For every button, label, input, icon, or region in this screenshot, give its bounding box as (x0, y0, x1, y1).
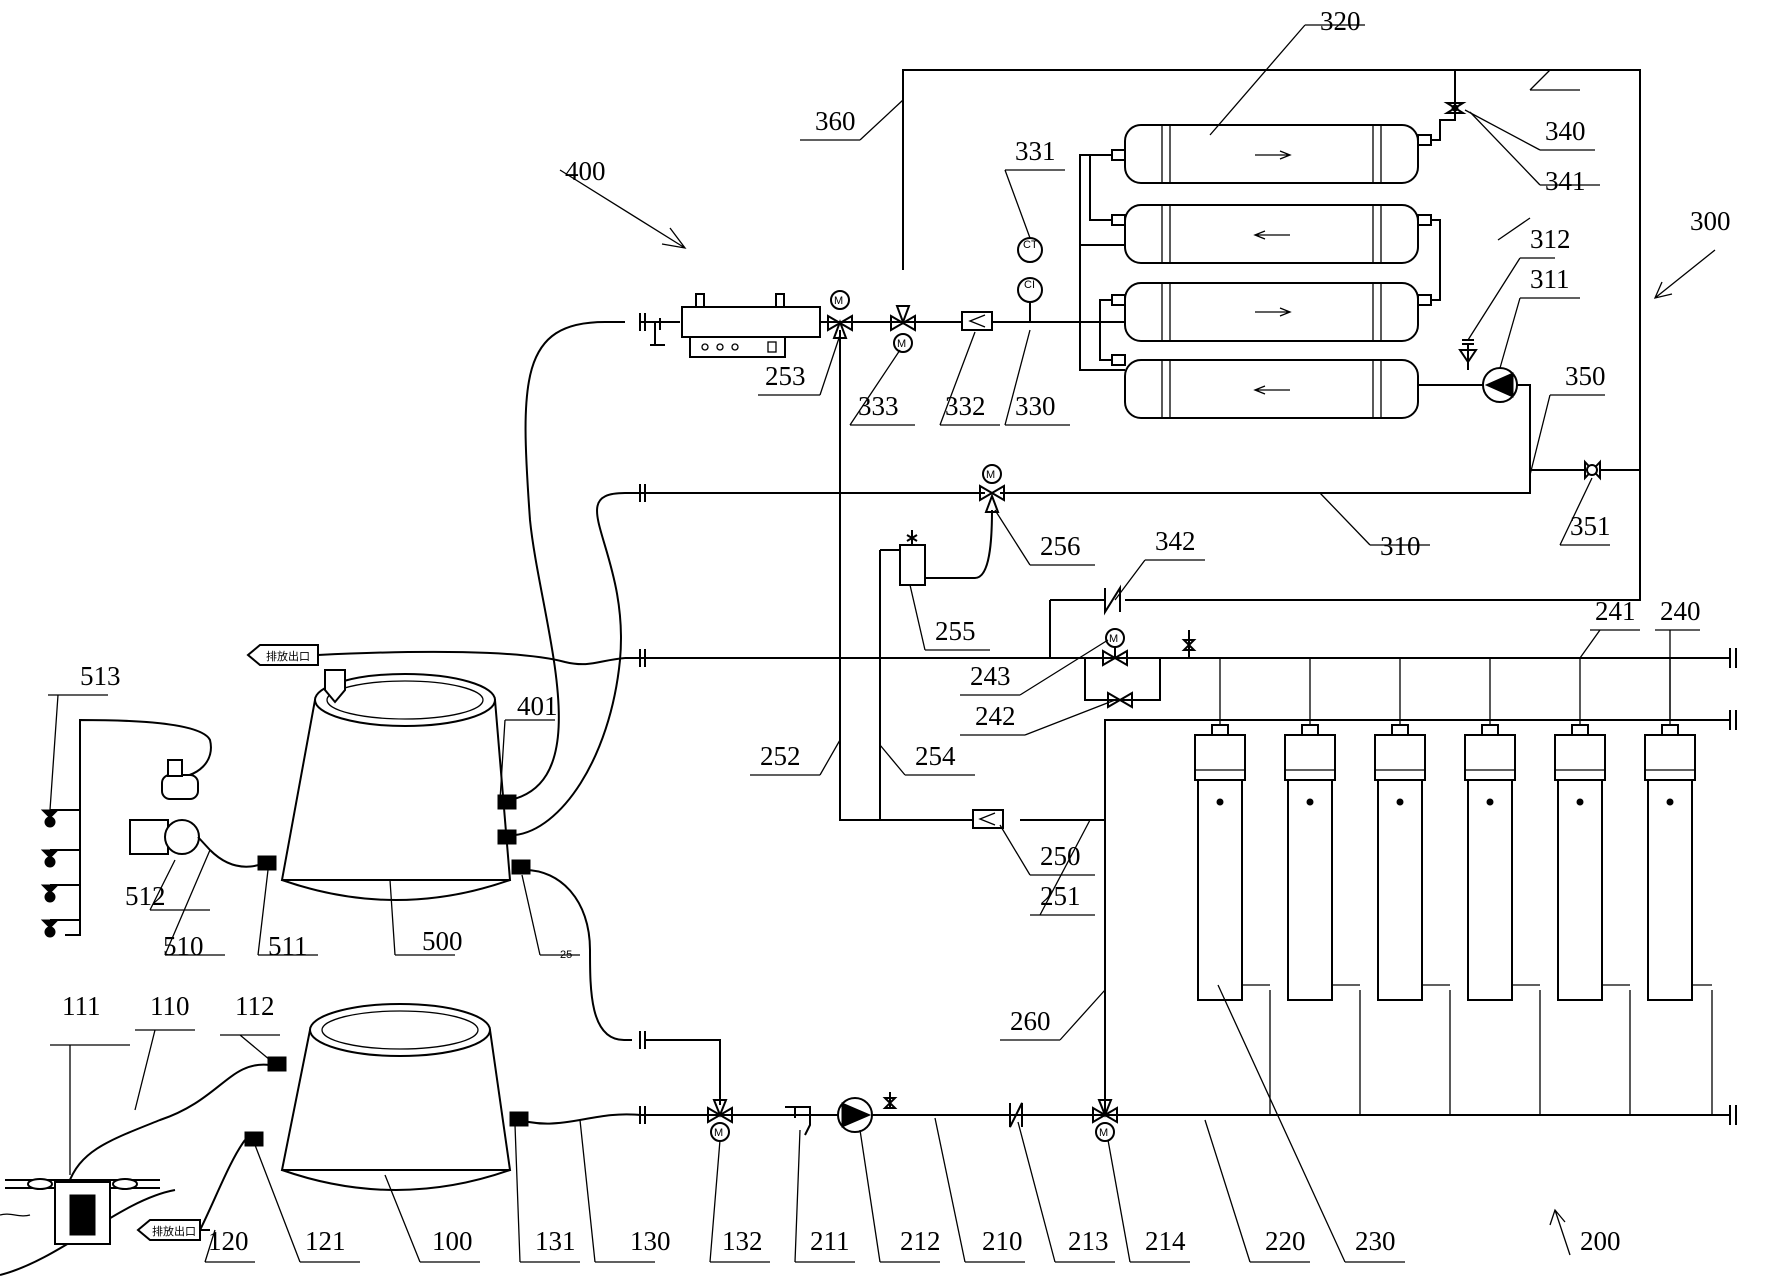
label-260: 260 (1010, 1006, 1051, 1036)
label-330: 330 (1015, 391, 1056, 421)
arrow-callouts: 排放出口 排放出口 (136, 644, 346, 1241)
label-110: 110 (150, 991, 190, 1021)
label-331: 331 (1015, 136, 1056, 166)
label-210: 210 (982, 1226, 1023, 1256)
label-25: 25 (560, 949, 572, 961)
pump-212 (837, 1097, 873, 1133)
fittings: CT CI (639, 102, 1601, 1136)
label-350: 350 (1565, 361, 1606, 391)
label-311: 311 (1530, 264, 1570, 294)
outlets-513 (40, 809, 60, 938)
label-300: 300 (1690, 206, 1731, 236)
label-256: 256 (1040, 531, 1081, 561)
label-500: 500 (422, 926, 463, 956)
left-outlet-arrow: 排放出口 (246, 644, 319, 666)
svg-text:M: M (897, 338, 906, 350)
tank-500 (280, 673, 512, 901)
hoses (0, 321, 626, 1276)
svg-text:M: M (986, 469, 995, 481)
label-112: 112 (235, 991, 275, 1021)
label-211: 211 (810, 1226, 850, 1256)
svg-text:M: M (1109, 633, 1118, 645)
label-131: 131 (535, 1226, 576, 1256)
tank-valves (244, 794, 531, 1147)
label-512: 512 (125, 881, 166, 911)
label-251: 251 (1040, 881, 1081, 911)
uv-sterilizer-400 (650, 293, 821, 358)
label-510: 510 (163, 931, 204, 961)
booster-pump-512 (129, 759, 211, 855)
label-255: 255 (935, 616, 976, 646)
motorized-valves: M M M M M (707, 290, 1133, 1142)
label-401: 401 (517, 691, 558, 721)
label-340: 340 (1545, 116, 1586, 146)
label-241: 241 (1595, 596, 1636, 626)
label-320: 320 (1320, 6, 1361, 36)
label-121: 121 (305, 1226, 346, 1256)
label-120: 120 (208, 1226, 249, 1256)
label-341: 341 (1545, 166, 1586, 196)
label-130: 130 (630, 1226, 671, 1256)
label-342: 342 (1155, 526, 1196, 556)
filter-columns (1194, 724, 1696, 1001)
label-212: 212 (900, 1226, 941, 1256)
label-511: 511 (268, 931, 308, 961)
label-310: 310 (1380, 531, 1421, 561)
component-labels: 111 110 112 120 121 100 131 130 132 211 … (62, 6, 1731, 1256)
label-242: 242 (975, 701, 1016, 731)
label-200: 200 (1580, 1226, 1621, 1256)
label-254: 254 (915, 741, 956, 771)
label-100: 100 (432, 1226, 473, 1256)
well-pump (0, 1178, 160, 1245)
bottom-outlet-text: 排放出口 (152, 1224, 196, 1238)
label-220: 220 (1265, 1226, 1306, 1256)
label-230: 230 (1355, 1226, 1396, 1256)
label-214: 214 (1145, 1226, 1186, 1256)
label-351: 351 (1570, 511, 1611, 541)
svg-text:M: M (714, 1127, 723, 1139)
label-332: 332 (945, 391, 986, 421)
label-243: 243 (970, 661, 1011, 691)
label-513: 513 (80, 661, 121, 691)
svg-text:M: M (834, 295, 843, 307)
label-132: 132 (722, 1226, 763, 1256)
left-outlet-text: 排放出口 (266, 649, 310, 663)
label-111: 111 (62, 991, 101, 1021)
leader-lines (48, 24, 1716, 1263)
label-253: 253 (765, 361, 806, 391)
svg-text:CT: CT (1023, 239, 1038, 251)
label-213: 213 (1068, 1226, 1109, 1256)
top-inlet-arrow (324, 669, 346, 704)
label-400: 400 (565, 156, 606, 186)
membrane-modules (1124, 124, 1419, 419)
label-333: 333 (858, 391, 899, 421)
bottom-outlet-arrow: 排放出口 (136, 1219, 201, 1241)
label-312: 312 (1530, 224, 1571, 254)
label-240: 240 (1660, 596, 1701, 626)
label-250: 250 (1040, 841, 1081, 871)
pump-311 (1482, 367, 1518, 403)
tank-100 (280, 1003, 512, 1191)
label-252: 252 (760, 741, 801, 771)
label-360: 360 (815, 106, 856, 136)
svg-text:M: M (1099, 1127, 1108, 1139)
svg-text:CI: CI (1024, 279, 1035, 291)
